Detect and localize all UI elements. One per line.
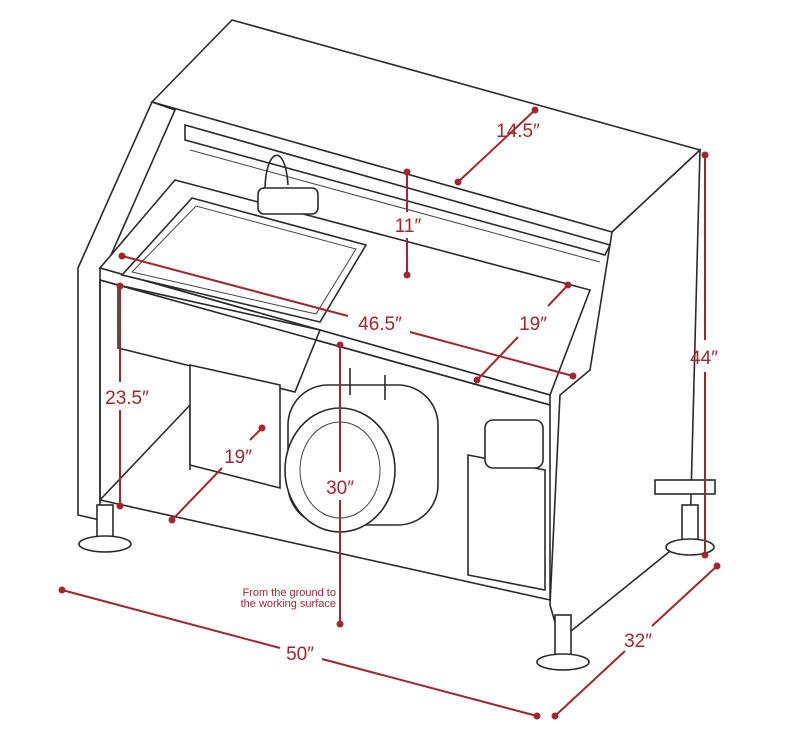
dim-top-depth — [454, 106, 539, 186]
label-counter-width: 46.5″ — [358, 314, 402, 335]
label-overall-height: 44″ — [690, 348, 718, 369]
cart-outline — [77, 19, 716, 671]
dim-inner-height — [116, 282, 124, 510]
note-line-2: the working surface — [241, 598, 336, 610]
label-base-depth: 19″ — [224, 447, 252, 468]
leg-feet — [78, 504, 715, 671]
dimension-lines — [58, 106, 721, 720]
dim-working-height — [336, 341, 344, 628]
label-overall-depth: 32″ — [624, 631, 652, 652]
label-overall-width: 50″ — [286, 644, 314, 665]
label-backsplash-height: 11″ — [395, 216, 422, 237]
dim-overall-height — [701, 151, 709, 559]
dim-base-depth — [168, 424, 266, 524]
dimension-labels: 14.5″ 11″ 46.5″ 19″ 44″ 23.5″ 19″ 30″ 50… — [105, 121, 718, 665]
label-inner-height: 23.5″ — [105, 388, 149, 409]
dim-counter-width — [118, 252, 577, 380]
dim-overall-width — [58, 586, 541, 720]
note-line-1: From the ground to — [242, 587, 336, 599]
dim-overall-depth — [551, 562, 721, 720]
label-counter-depth: 19″ — [519, 314, 547, 335]
dim-backsplash — [403, 168, 411, 279]
label-top-depth: 14.5″ — [496, 121, 540, 142]
dim-counter-depth — [473, 281, 572, 384]
label-working-height: 30″ — [326, 478, 354, 499]
